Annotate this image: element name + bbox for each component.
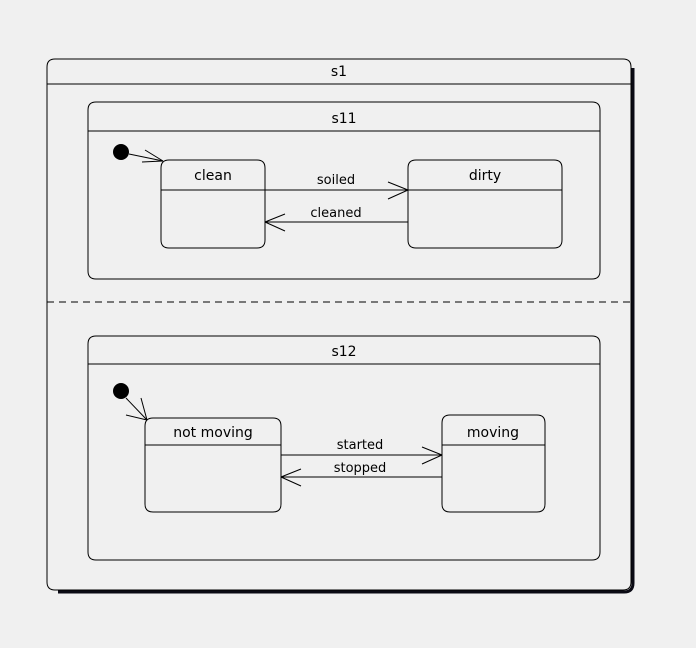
transition-stopped-arrowhead <box>280 468 302 487</box>
initial-state-dot-s11 <box>113 144 129 160</box>
s1-title: s1 <box>331 64 347 80</box>
initial-transition-s12-line <box>125 397 148 421</box>
transition-started[interactable]: started <box>281 438 443 465</box>
state-not-moving-body <box>144 417 282 513</box>
s12-title: s12 <box>331 344 356 360</box>
s12-body <box>87 335 601 561</box>
state-moving-body <box>441 414 546 513</box>
region-s11[interactable]: s11 clean dirty <box>87 101 601 280</box>
transition-cleaned-arrowhead <box>264 213 286 232</box>
initial-state-s12[interactable] <box>113 383 148 421</box>
state-clean-label: clean <box>194 168 232 184</box>
state-clean-body <box>160 159 266 249</box>
s11-body <box>87 101 601 280</box>
transition-stopped-label: stopped <box>334 461 387 476</box>
state-clean[interactable]: clean <box>160 159 266 249</box>
transition-soiled[interactable]: soiled <box>265 173 409 200</box>
s1-drop-shadow <box>58 68 635 594</box>
transition-started-arrowhead <box>421 446 443 465</box>
initial-transition-s12-arrowhead <box>125 397 148 421</box>
state-dirty-body <box>407 159 563 249</box>
initial-state-dot-s12 <box>113 383 129 399</box>
initial-state-s11[interactable] <box>113 144 164 163</box>
composite-state-s1[interactable]: s1 <box>46 58 635 594</box>
state-not-moving-label: not moving <box>173 425 253 441</box>
transition-soiled-arrowhead <box>387 181 409 200</box>
transition-started-label: started <box>337 438 384 453</box>
state-moving-label: moving <box>467 425 519 441</box>
transition-cleaned[interactable]: cleaned <box>264 206 408 232</box>
state-not-moving[interactable]: not moving <box>144 417 282 513</box>
state-moving[interactable]: moving <box>441 414 546 513</box>
initial-transition-s11-arrowhead <box>141 149 164 163</box>
transition-stopped[interactable]: stopped <box>280 461 442 487</box>
state-dirty-label: dirty <box>469 168 501 184</box>
s11-title: s11 <box>331 111 356 127</box>
state-dirty[interactable]: dirty <box>407 159 563 249</box>
region-s12[interactable]: s12 not moving moving <box>87 335 601 561</box>
initial-transition-s11-line <box>128 153 164 162</box>
transition-soiled-label: soiled <box>317 173 355 188</box>
s1-body <box>46 58 632 591</box>
transition-cleaned-label: cleaned <box>310 206 361 221</box>
